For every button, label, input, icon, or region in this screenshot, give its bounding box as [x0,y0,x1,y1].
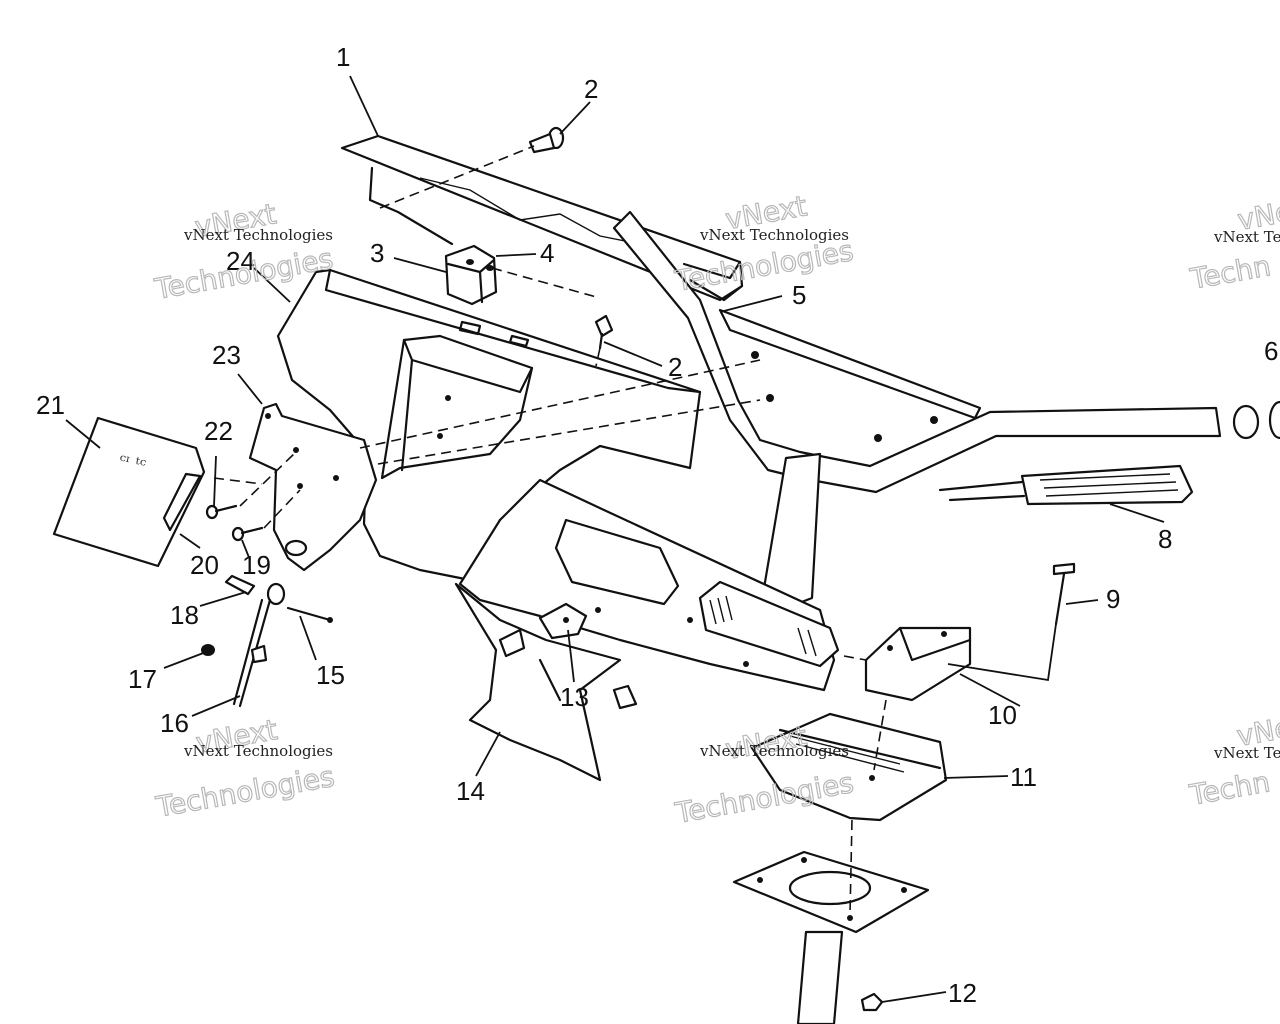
callout-9: 9 [1106,584,1120,614]
callout-19: 19 [242,550,271,580]
part-11-lower-clamp [750,712,948,822]
part-14-lower-panel [454,582,638,782]
callout-18: 18 [170,600,199,630]
assembly-lines [213,145,887,915]
callout-6: 6 [1264,336,1278,366]
part-8-grip [938,464,1194,506]
part-16-cable [232,582,286,708]
callout-15: 15 [316,660,345,690]
callout-11: 11 [1010,762,1037,792]
callout-2-upper: 2 [584,74,598,104]
callout-3: 3 [370,238,384,268]
svg-text:Techn: Techn [1186,765,1272,812]
callout-13: 13 [560,682,589,712]
callout-17: 17 [128,664,157,694]
callout-2-middle: 2 [668,352,682,382]
watermark-right-edge: vNext Te Techn vNe vNext Te Techn vNe [1186,194,1280,812]
svg-text:Techn: Techn [1187,249,1273,296]
part-17-clip [201,644,215,656]
part-3-4-switch [444,244,498,306]
callout-22: 22 [204,416,233,446]
watermark-text-mid-left: vNext Technologies [183,742,333,760]
callout-14: 14 [456,776,485,806]
part-12-nut [860,992,884,1012]
callout-5: 5 [792,280,806,310]
watermark-text-mid-center: vNext Technologies [699,742,849,760]
svg-text:Technologies: Technologies [153,760,337,824]
callout-20: 20 [190,550,219,580]
callout-16: 16 [160,708,189,738]
part-23-bracket [248,402,378,572]
callout-12: 12 [948,978,977,1008]
part-13-grommet [498,602,588,658]
part-19-screw [231,526,264,542]
watermark-text-top-center: vNext Technologies [699,226,849,244]
callout-24: 24 [226,246,255,276]
part-15-screw [286,606,333,623]
callout-23: 23 [212,340,241,370]
callout-10: 10 [988,700,1017,730]
svg-text:vNext Te: vNext Te [1213,744,1280,762]
svg-text:Technologies: Technologies [672,766,856,830]
svg-text:vNe: vNe [1234,711,1280,753]
callout-labels: 1 2 2 3 4 5 6 8 9 10 11 12 13 14 15 16 1… [36,42,1278,1008]
leader-lines [65,75,1165,1003]
part-6-bar-end [1232,400,1280,440]
svg-text:vNext Te: vNext Te [1213,228,1280,246]
callout-21: 21 [36,390,65,420]
callout-8: 8 [1158,524,1172,554]
callout-4: 4 [540,238,554,268]
part-10-upper-clamp [864,626,972,702]
steering-post-plate [732,850,930,1024]
part-2-screw-middle [594,314,614,350]
part-22-screw [205,504,238,520]
part-9-bolt [1052,562,1076,626]
svg-text:vNe: vNe [1235,195,1280,237]
handlebar-mount-plate [458,478,840,692]
part-21-reflector: ᶜᶦ ᵗᶜ [52,416,206,568]
part-2-screw-upper [528,126,565,154]
part-5-handlebar [612,210,1222,610]
watermark-text-top-left: vNext Technologies [183,226,333,244]
callout-1: 1 [336,42,350,72]
part-18-pin [224,574,256,596]
